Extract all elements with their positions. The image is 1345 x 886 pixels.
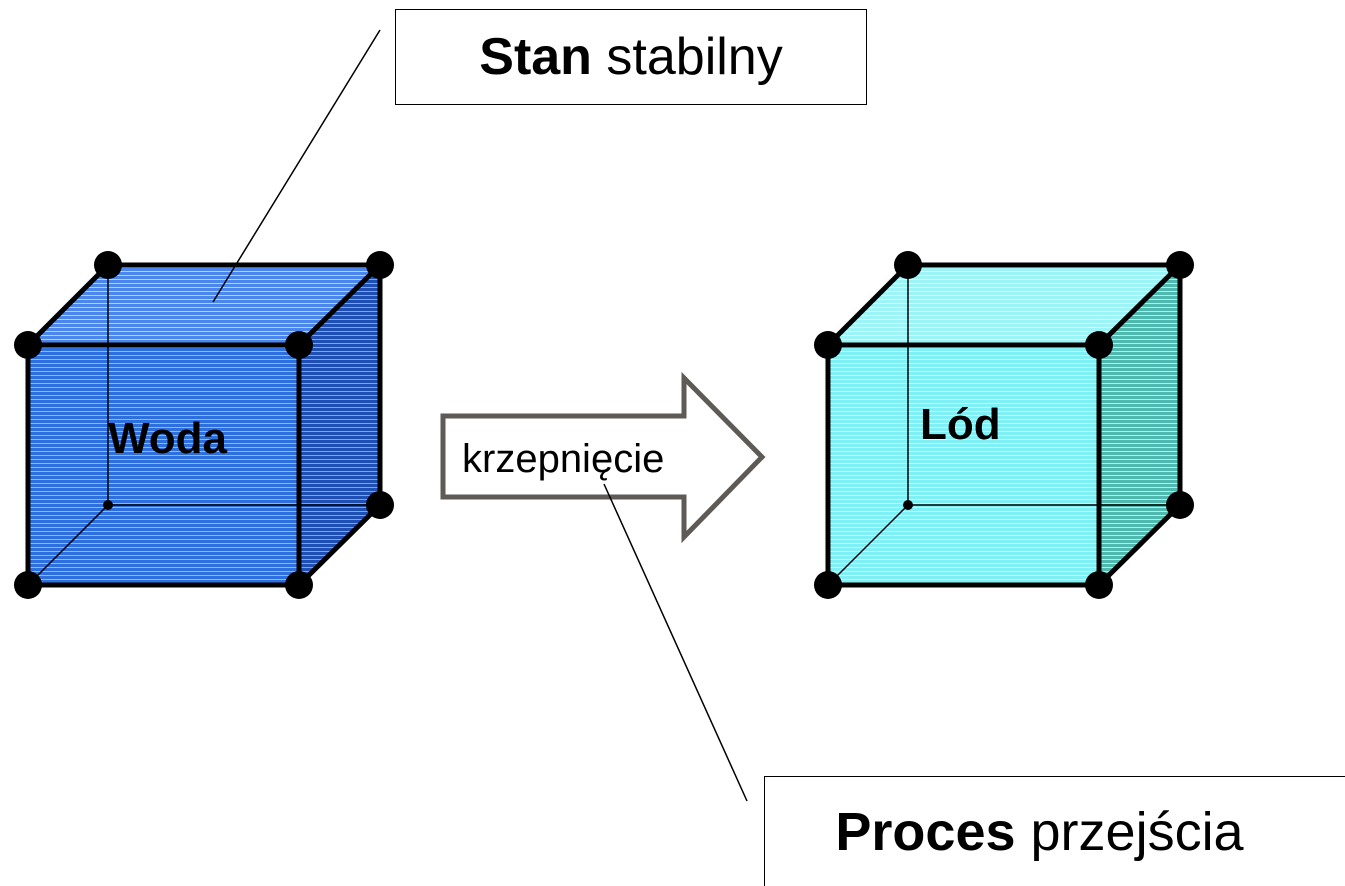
vertex-dot-hidden [103,500,113,510]
ice-cube [814,251,1194,599]
vertex-dot [1166,251,1194,279]
ice-cube-top-face [828,265,1180,345]
vertex-dot [366,251,394,279]
vertex-dot [14,571,42,599]
water-cube [14,251,394,599]
process-callout-text: przejścia [1015,801,1244,862]
vertex-dot [814,331,842,359]
vertex-dot [1166,491,1194,519]
state-callout-leader [212,29,381,303]
vertex-dot [894,251,922,279]
vertex-dot [366,491,394,519]
ice-cube-front-face [828,345,1099,585]
process-callout: Proces przejścia [764,776,1345,886]
vertex-dot [14,331,42,359]
process-callout-leader [603,483,748,802]
vertex-dot [1085,331,1113,359]
transition-arrow [440,371,766,544]
state-callout-text: stabilny [591,28,783,86]
vertex-dot-hidden [903,500,913,510]
vertex-dot [1085,571,1113,599]
water-cube-front-face [28,345,299,585]
ice-cube-label: Lód [920,400,1001,449]
transition-arrow-label: krzepnięcie [462,437,665,481]
vertex-dot [814,571,842,599]
state-callout-bold: Stan [479,28,592,86]
vertex-dot [285,571,313,599]
process-callout-bold: Proces [835,801,1016,862]
water-cube-top-face [28,265,380,345]
vertex-dot [285,331,313,359]
state-callout: Stan stabilny [395,9,867,105]
vertex-dot [94,251,122,279]
water-cube-label: Woda [108,414,227,463]
